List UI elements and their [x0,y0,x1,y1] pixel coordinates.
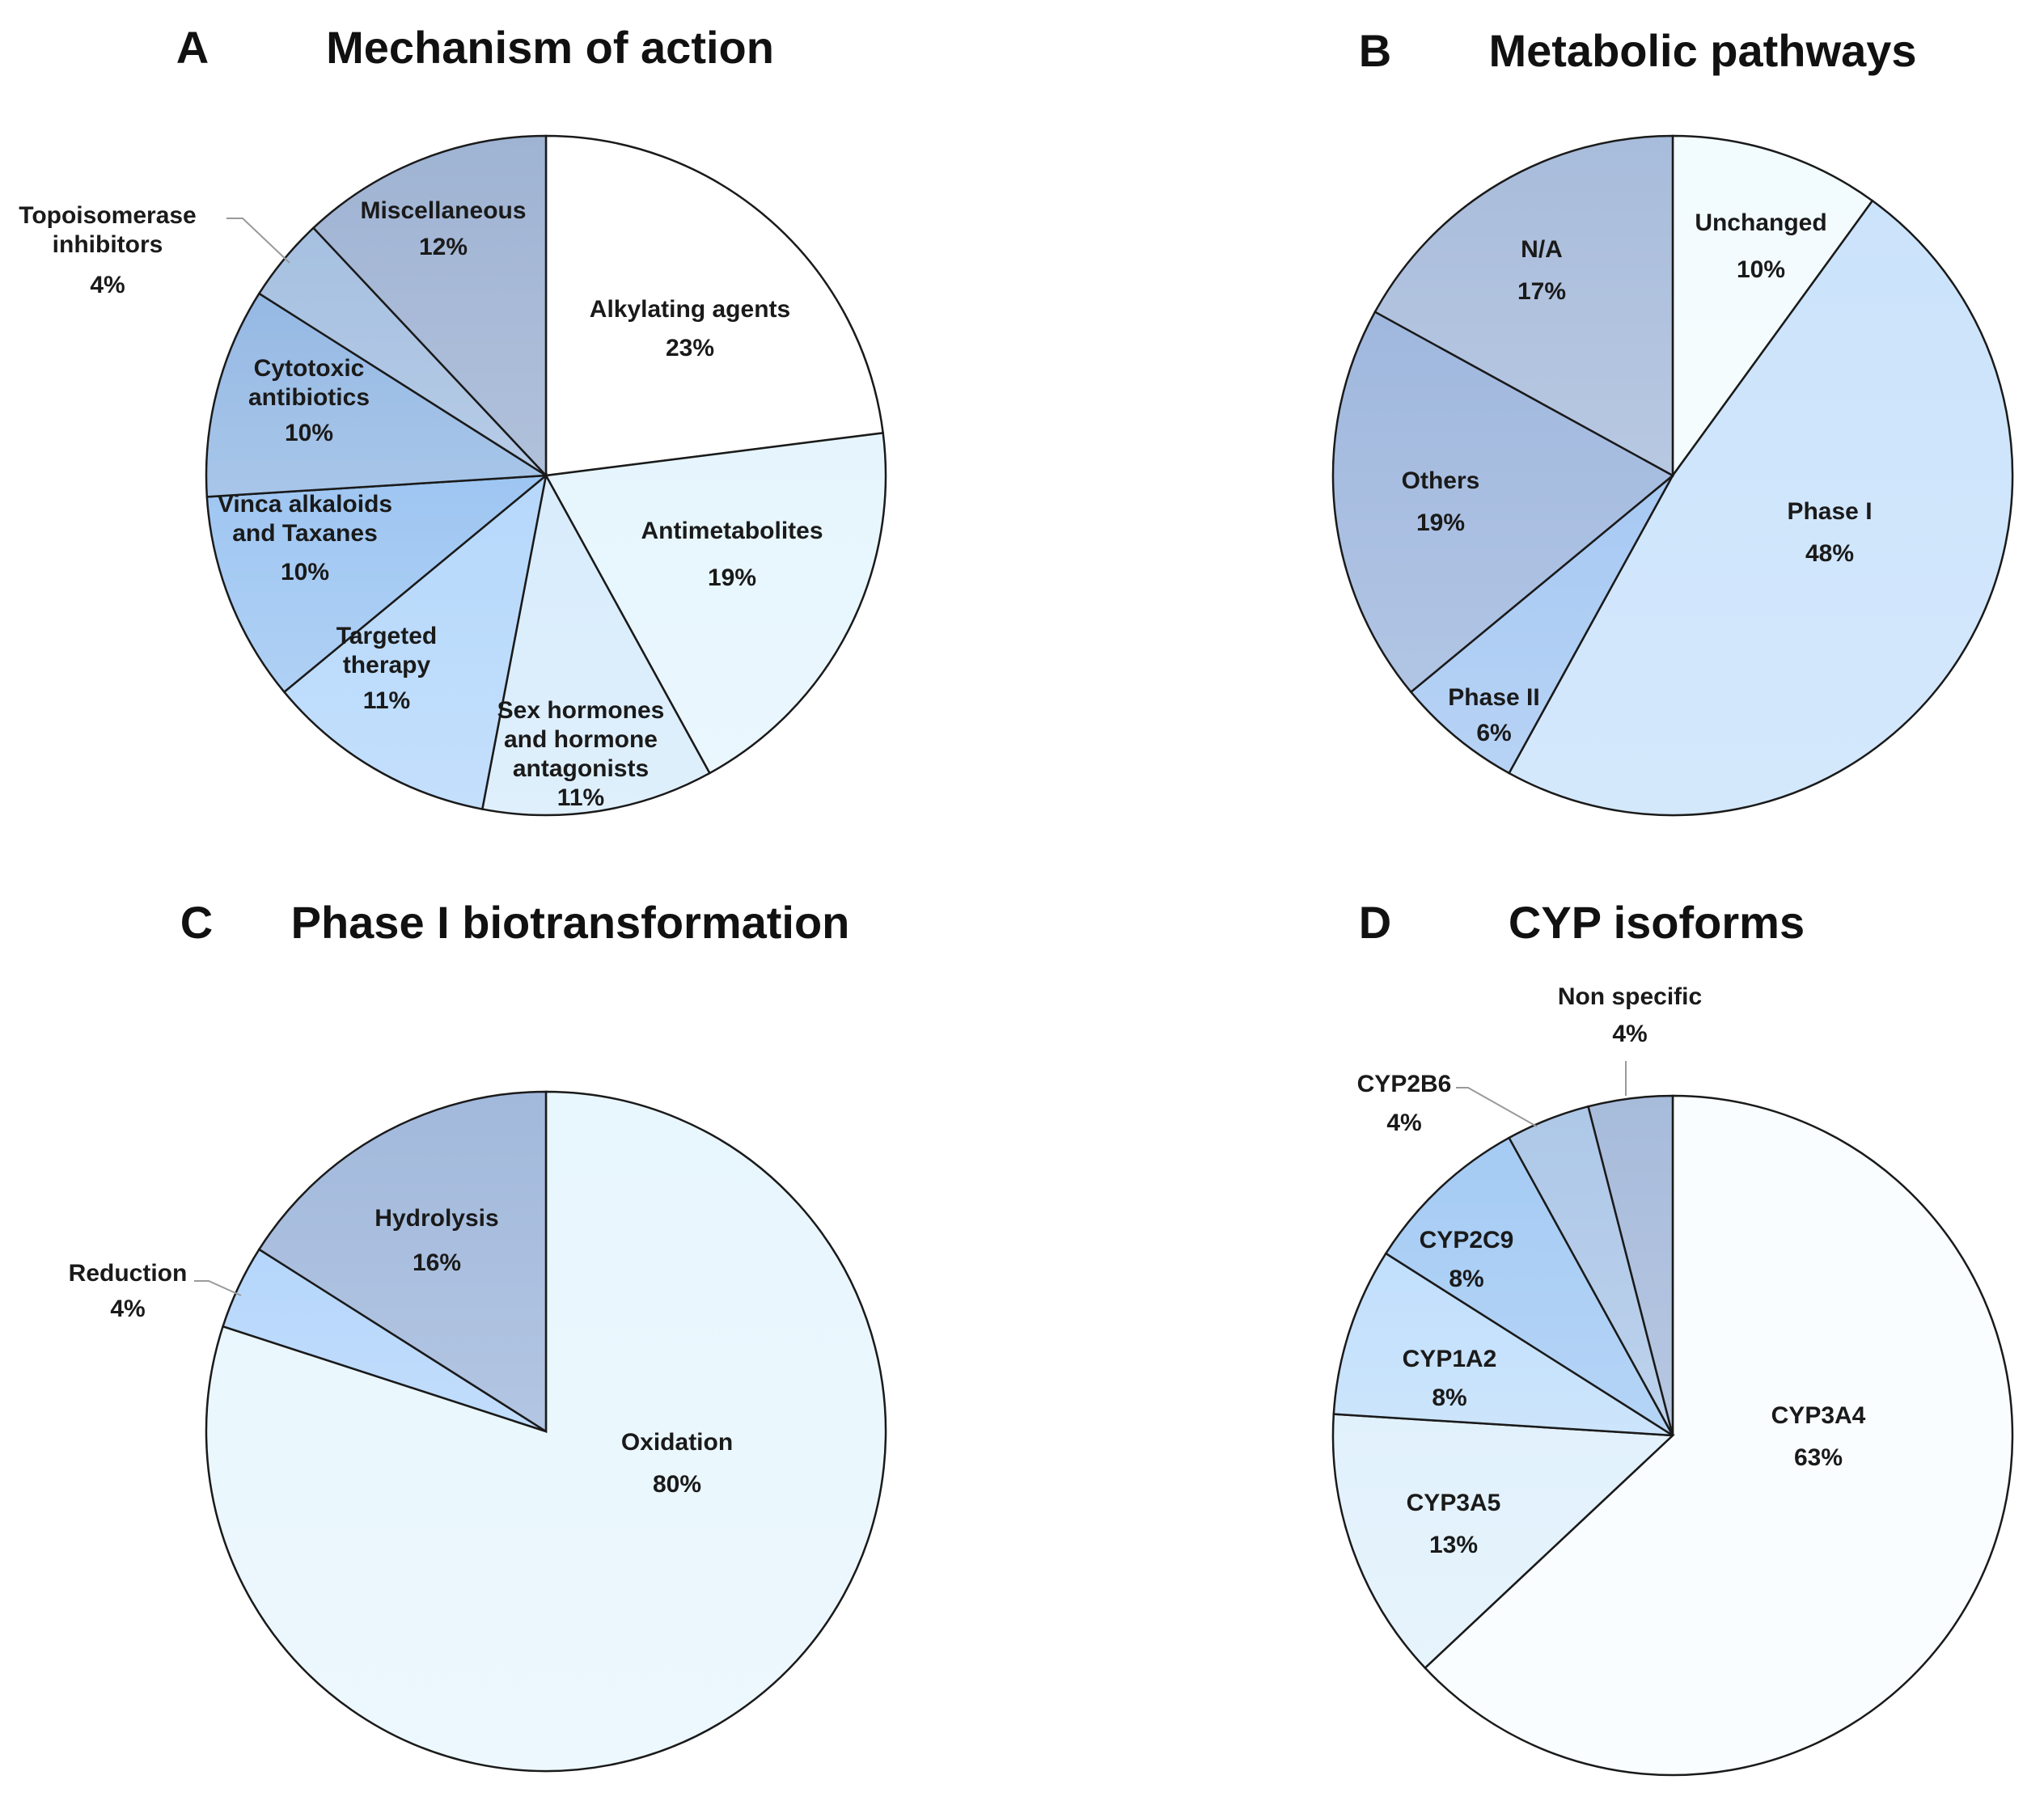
slice-label-oxidation: Oxidation [621,1429,733,1456]
pie-slice-cyp1a2 [1332,1252,1674,1437]
panel-d: D CYP isoforms CYP3A4 63% CYP3A5 13% CYP1A2 8… [1331,897,2014,1777]
leader-line-cyp2b6 [1456,1087,1538,1127]
panel-title-b: Metabolic pathways [1488,25,1916,76]
slice-label-alkylating-agents: Alkylating agents [590,296,790,323]
slice-value-hydrolysis: 16% [413,1249,461,1276]
slice-label-miscellaneous: Miscellaneous [360,197,526,224]
pie-slice-antimetabolites [544,431,887,775]
slice-value-phase-ii: 6% [1476,720,1511,746]
slice-label-unchanged: Unchanged [1695,209,1826,236]
slice-label-reduction: Reduction [69,1260,188,1287]
slice-label-non-specific: Non specific [1558,983,1702,1010]
slice-value-sex-hormones-and-hormone-antagonists: 11% [557,784,604,811]
slice-value-topoisomerase-inhibitors: 4% [90,272,125,298]
leader-line-topoisomerase-inhibitors [226,218,290,264]
panel-letter-b: B [1359,25,1391,76]
slice-label-cyp3a4: CYP3A4 [1771,1402,1866,1429]
slice-value-targeted-therapy: 11% [363,687,410,714]
panel-letter-c: C [180,897,213,948]
pie-slice-cyp2c9 [1384,1136,1674,1437]
pie-slice-phase-i [1507,199,2014,817]
slice-value-miscellaneous: 12% [419,234,468,260]
panel-letter-d: D [1359,897,1391,948]
slice-value-cyp2b6: 4% [1386,1110,1421,1136]
slice-value-cyp3a4: 63% [1794,1444,1843,1471]
pie-slice-sex-hormones-and-hormone-antagonists [480,472,712,817]
slice-label-phase-i: Phase I [1787,498,1872,525]
panel-b: B Metabolic pathways Unchanged 10% Phase I… [1331,25,2014,817]
slice-label-hydrolysis: Hydrolysis [375,1205,498,1232]
panel-c: C Phase I biotransformation Oxidation 80%… [69,897,887,1773]
leader-line-reduction [194,1280,242,1296]
panel-title-d: CYP isoforms [1509,897,1805,948]
pie-slice-cytotoxic-antibiotics [205,292,549,498]
pie-slice-targeted-therapy [282,472,548,811]
pie-slice-phase-ii [1409,475,1674,775]
slice-value-cyp1a2: 8% [1432,1384,1466,1411]
slice-value-vinca-alkaloids-and-taxanes: 10% [281,559,329,585]
pie-slice-cyp3a4 [1424,1094,2014,1777]
slice-label-antimetabolites: Antimetabolites [641,518,823,544]
slice-value-unchanged: 10% [1737,256,1785,283]
panel-title-a: Mechanism of action [326,22,774,73]
slice-value-n-a: 17% [1517,278,1566,305]
pie-slice-vinca-alkaloids-and-taxanes [205,474,549,694]
slice-value-alkylating-agents: 23% [666,335,714,361]
pie-slice-n-a [1373,134,1674,478]
slice-label-cyp2c9: CYP2C9 [1420,1227,1514,1253]
pie-slice-non-specific [1587,1094,1674,1436]
slice-label-cyp2b6: CYP2B6 [1357,1071,1452,1097]
pie-slice-miscellaneous [311,134,548,479]
slice-value-oxidation: 80% [653,1471,701,1498]
panel-title-c: Phase I biotransformation [291,897,850,948]
slice-value-cyp3a5: 13% [1429,1532,1478,1558]
pie-slice-hydrolysis [257,1090,548,1434]
slice-value-non-specific: 4% [1612,1021,1647,1047]
slice-label-n-a: N/A [1521,236,1563,263]
slice-value-cytotoxic-antibiotics: 10% [285,420,333,446]
slice-value-cyp2c9: 8% [1449,1266,1483,1292]
pie-slice-others [1331,310,1675,694]
slice-value-others: 19% [1416,509,1465,536]
slice-value-reduction: 4% [110,1296,145,1322]
panel-a: A Mechanism of action Alkylating agents 2… [19,22,887,817]
slice-label-phase-ii: Phase II [1448,684,1539,711]
slice-value-antimetabolites: 19% [708,564,756,591]
slice-label-cyp3a5: CYP3A5 [1407,1490,1501,1516]
pie-slice-unchanged [1671,134,1874,479]
pie-slice-alkylating-agents [544,134,885,477]
slice-label-others: Others [1402,467,1480,494]
slice-label-cyp1a2: CYP1A2 [1403,1346,1497,1372]
pie-slice-cyp3a5 [1331,1413,1675,1670]
panel-letter-a: A [176,22,209,73]
slice-value-phase-i: 48% [1805,540,1854,567]
